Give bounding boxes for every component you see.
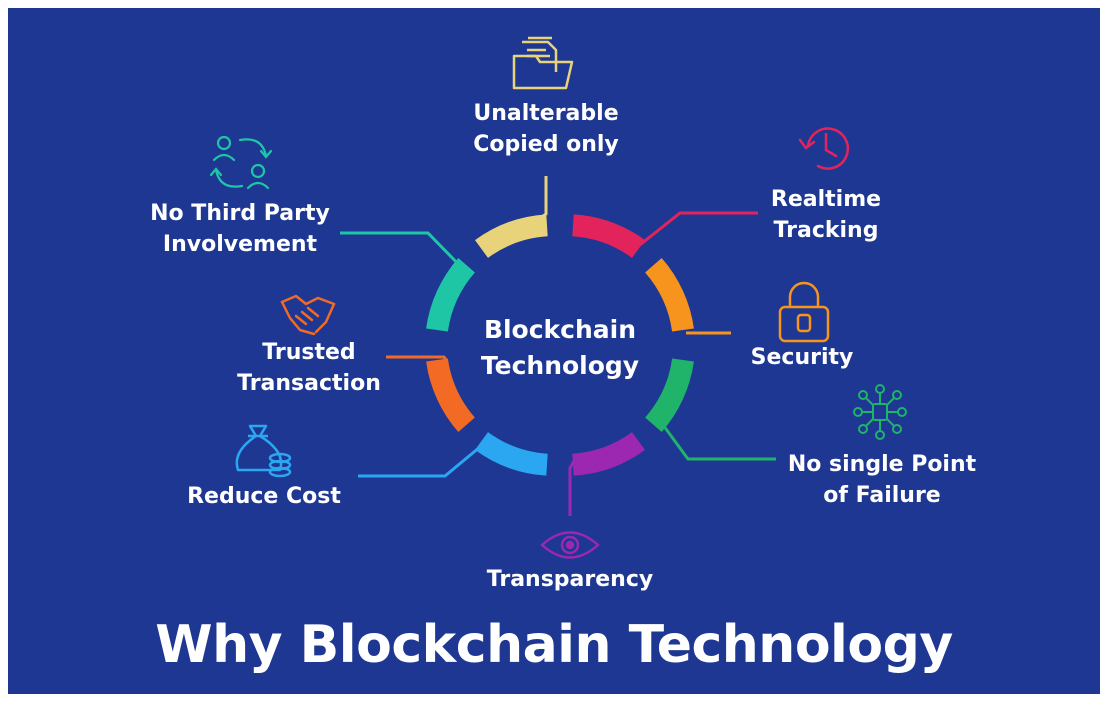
main-title: Why Blockchain Technology bbox=[155, 615, 953, 675]
ring-segment-security bbox=[644, 257, 694, 332]
connector-realtime bbox=[635, 211, 758, 250]
padlock-icon bbox=[778, 281, 830, 343]
ring-segment-unalterable bbox=[475, 214, 549, 259]
feature-label-line: Security bbox=[750, 345, 854, 370]
connector-third-party bbox=[340, 231, 468, 274]
feature-label-line: Copied only bbox=[473, 132, 619, 157]
feature-label-transparency: Transparency bbox=[470, 564, 670, 595]
feature-label-no-single-point: No single Point of Failure bbox=[772, 449, 992, 511]
feature-label-line: Reduce Cost bbox=[187, 484, 341, 509]
feature-label-line: Involvement bbox=[162, 232, 318, 257]
ring-segment-reduce-cost bbox=[475, 431, 549, 476]
background-panel bbox=[8, 8, 1100, 694]
connector-no-single-point bbox=[656, 417, 776, 461]
center-title: Blockchain Technology bbox=[420, 312, 700, 384]
connector-trusted bbox=[386, 355, 448, 361]
center-title-line2: Technology bbox=[480, 351, 640, 380]
feature-label-line: Tracking bbox=[773, 218, 879, 243]
feature-label-unalterable: Unalterable Copied only bbox=[446, 98, 646, 160]
feature-label-line: No single Point bbox=[787, 452, 977, 477]
feature-label-reduce-cost: Reduce Cost bbox=[174, 481, 354, 512]
eye-icon bbox=[540, 531, 600, 559]
ring-segment-transparency bbox=[571, 431, 645, 476]
feature-label-security: Security bbox=[732, 342, 872, 373]
network-icon bbox=[853, 384, 907, 440]
ring-segment-trusted bbox=[426, 358, 476, 433]
connector-reduce-cost bbox=[358, 440, 487, 478]
connector-transparency bbox=[568, 453, 580, 516]
connector-unalterable bbox=[535, 176, 548, 223]
feature-label-third-party: No Third Party Involvement bbox=[130, 198, 350, 260]
feature-label-line: Transaction bbox=[237, 371, 381, 396]
feature-label-line: of Failure bbox=[823, 483, 941, 508]
feature-label-line: Transparency bbox=[486, 567, 654, 592]
feature-label-line: Realtime bbox=[770, 187, 882, 212]
handshake-icon bbox=[280, 294, 336, 336]
feature-label-realtime: Realtime Tracking bbox=[746, 184, 906, 246]
ring-segment-no-single-point bbox=[644, 358, 694, 433]
feature-label-line: Trusted bbox=[262, 340, 356, 365]
clock-icon bbox=[798, 127, 850, 170]
money-bag-icon bbox=[235, 424, 292, 478]
folder-icon bbox=[512, 36, 574, 90]
ring-segment-realtime bbox=[571, 214, 645, 259]
feature-label-trusted: Trusted Transaction bbox=[222, 337, 396, 399]
people-exchange-icon bbox=[209, 135, 273, 190]
feature-label-line: Unalterable bbox=[473, 101, 619, 126]
feature-label-line: No Third Party bbox=[150, 201, 330, 226]
center-title-line1: Blockchain bbox=[483, 315, 637, 344]
